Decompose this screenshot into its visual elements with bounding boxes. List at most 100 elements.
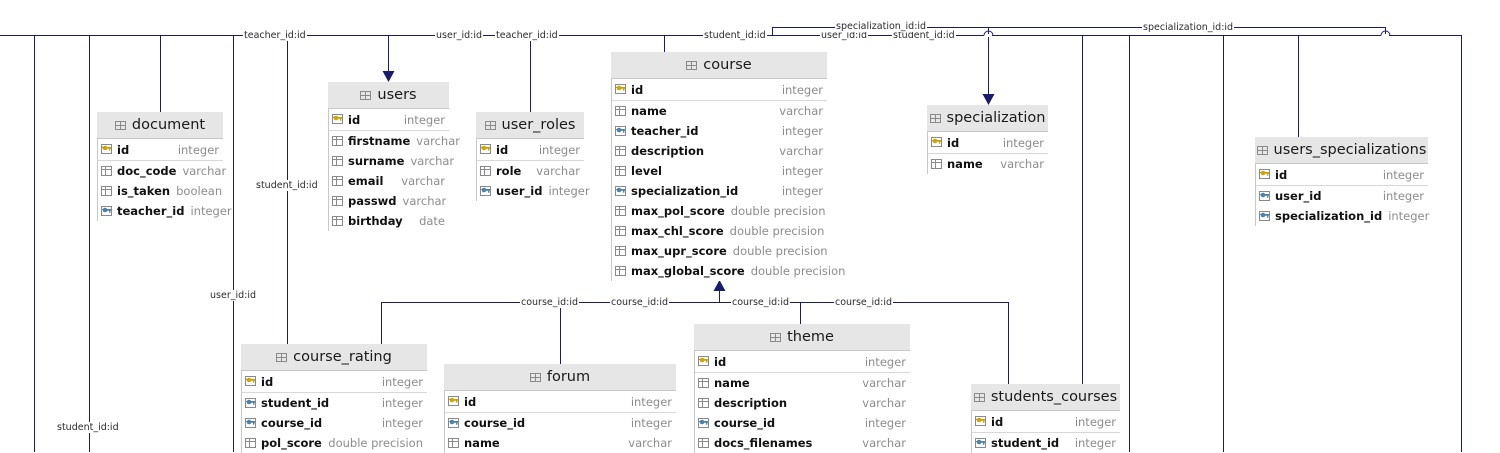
column-type: date xyxy=(419,214,445,228)
column-name: teacher_id xyxy=(631,124,699,138)
column-row[interactable]: role varchar xyxy=(477,161,584,181)
table-header[interactable]: user_roles xyxy=(476,112,584,139)
column-icon xyxy=(615,245,626,256)
relation-label: course_id:id xyxy=(731,297,791,308)
column-type: double precision xyxy=(328,436,423,450)
column-name: firstname xyxy=(348,134,411,148)
table-title: users_specializations xyxy=(1273,142,1427,158)
column-name: student_id xyxy=(261,396,330,410)
line-hop-2 xyxy=(1380,30,1391,36)
column-icon xyxy=(615,225,626,236)
foreign-key-icon xyxy=(101,205,112,216)
fk-line-course-id-bus xyxy=(381,302,1009,384)
column-name: course_id xyxy=(464,416,526,430)
column-name: id xyxy=(348,112,361,127)
table-icon xyxy=(484,120,496,130)
table-header[interactable]: course_rating xyxy=(241,344,427,371)
column-type: varchar xyxy=(779,104,823,118)
column-type: integer xyxy=(1388,209,1430,223)
column-name: max_global_score xyxy=(631,264,745,278)
table-header[interactable]: forum xyxy=(444,364,676,391)
table-icon xyxy=(360,90,372,100)
table-header[interactable]: course xyxy=(611,52,827,79)
table-header[interactable]: theme xyxy=(694,324,910,351)
column-name: course_id xyxy=(714,416,776,430)
column-type: double precision xyxy=(730,204,826,218)
table-header[interactable]: students_courses xyxy=(971,384,1120,411)
column-type: integer xyxy=(864,354,906,369)
table-title: course xyxy=(703,57,752,73)
relation-label: specialization_id:id xyxy=(1142,22,1235,33)
table-header[interactable]: users_specializations xyxy=(1255,137,1428,164)
column-icon xyxy=(101,185,112,196)
column-name: name xyxy=(464,436,500,450)
column-name: description xyxy=(631,144,705,158)
relation-label: teacher_id:id xyxy=(495,30,559,41)
column-icon xyxy=(448,437,459,448)
column-type: integer xyxy=(1382,167,1424,182)
column-name: is_taken xyxy=(117,184,171,198)
column-name: role xyxy=(496,164,522,178)
column-icon xyxy=(332,215,343,226)
table-header[interactable]: users xyxy=(328,82,449,109)
column-type: integer xyxy=(177,142,219,157)
column-type: varchar xyxy=(536,164,580,178)
column-name: email xyxy=(348,174,384,188)
column-icon xyxy=(615,165,626,176)
table-header[interactable]: specialization xyxy=(927,105,1048,132)
table-icon xyxy=(929,113,941,123)
table-header[interactable]: document xyxy=(97,112,223,139)
